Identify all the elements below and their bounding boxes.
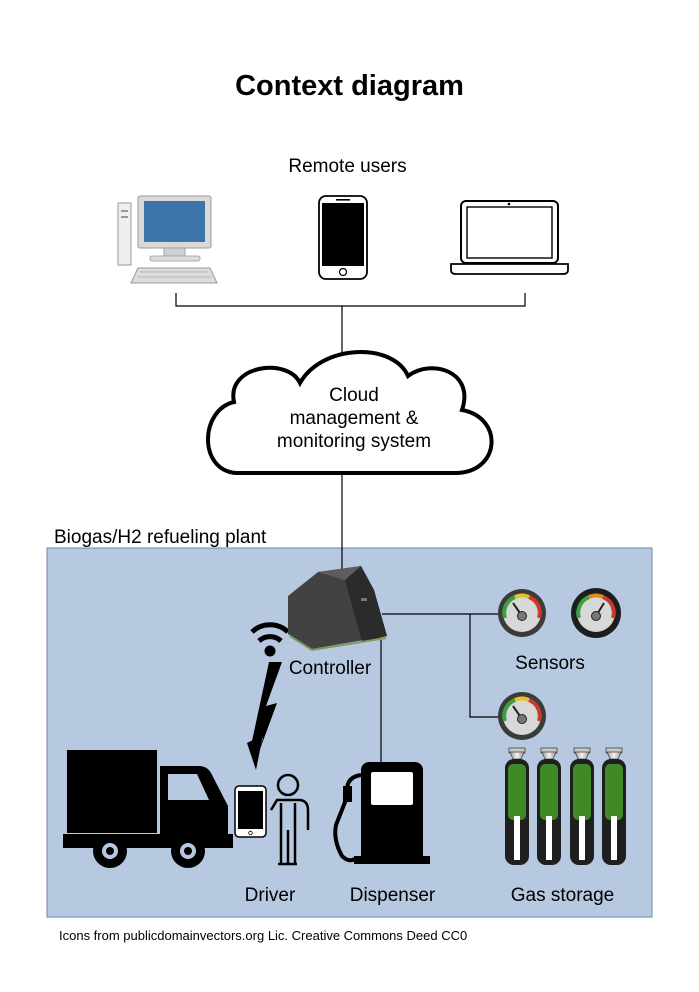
cloud-label: Cloud management & monitoring system <box>236 384 472 453</box>
gas-storage-cylinders-icon <box>505 747 626 865</box>
controller-label: Controller <box>288 658 372 679</box>
cloud-label-line: Cloud <box>329 385 379 406</box>
desktop-computer-icon <box>117 195 218 284</box>
driver-label: Driver <box>244 885 296 906</box>
sensors-label: Sensors <box>515 653 585 674</box>
fuel-dispenser-icon <box>333 762 430 864</box>
plant-label: Biogas/H2 refueling plant <box>54 527 267 548</box>
smartphone-icon <box>318 195 368 280</box>
driver-phone-icon <box>234 785 267 838</box>
wifi-icon <box>250 622 290 657</box>
network-connectors <box>175 293 526 762</box>
controller-icon <box>288 566 387 652</box>
dispenser-label: Dispenser <box>349 885 436 906</box>
laptop-icon <box>450 200 569 275</box>
gas-storage-label: Gas storage <box>510 885 615 906</box>
remote-users-label: Remote users <box>288 156 407 177</box>
sensor-gauge-icon <box>571 588 621 638</box>
cloud-shape <box>206 350 494 476</box>
cloud-label-line: monitoring system <box>276 431 432 452</box>
truck-icon <box>63 750 233 868</box>
cloud-label-line: management & <box>289 408 419 429</box>
icon-credit: Icons from publicdomainvectors.org Lic. … <box>59 928 468 943</box>
sensor-gauge-icon <box>498 692 546 740</box>
lightning-bolt-icon <box>247 662 282 770</box>
sensor-gauge-icon <box>498 589 546 637</box>
diagram-title: Context diagram <box>235 70 464 102</box>
driver-person-icon <box>269 773 310 866</box>
